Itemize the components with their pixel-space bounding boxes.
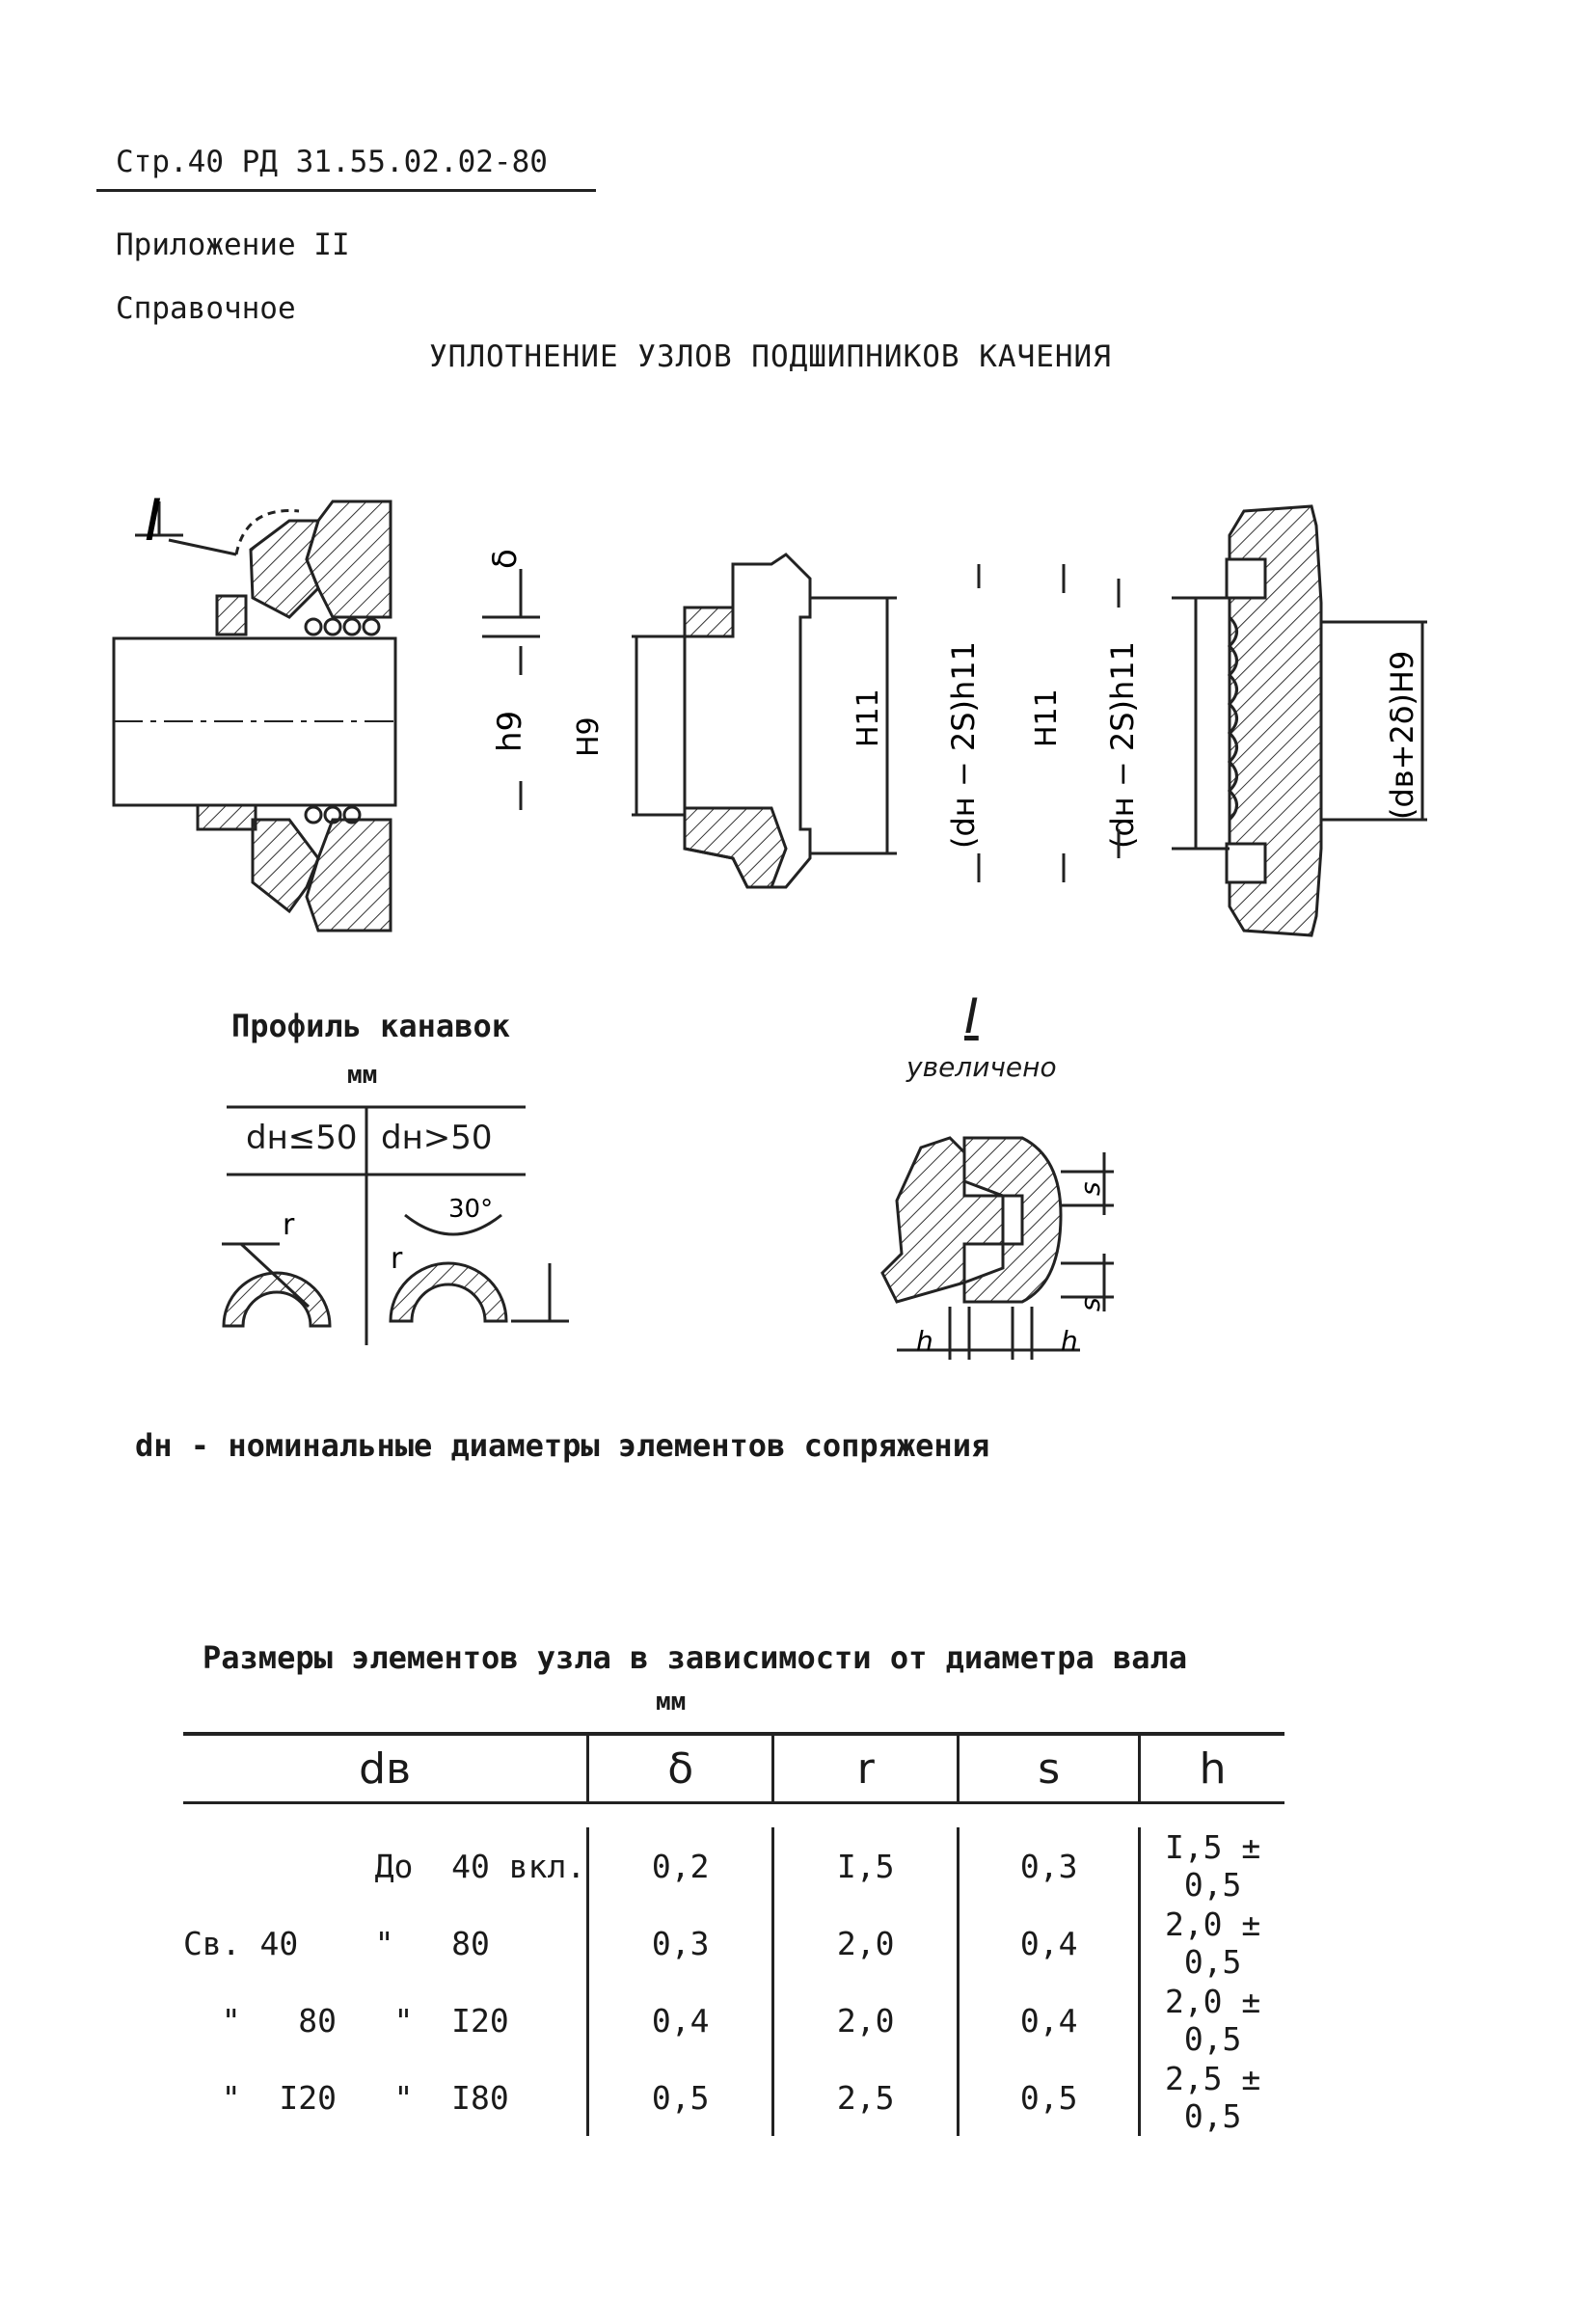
groove-profile-small (222, 1271, 332, 1328)
cell-r: I,5 (771, 1827, 959, 1905)
cell-s: 0,4 (957, 1905, 1140, 1982)
groove-r-left: r (283, 1208, 295, 1242)
table-row (183, 1803, 1284, 1828)
cell-delta: 0,4 (586, 1982, 773, 2059)
label-dh-h11-left: (dн − 2S)h11 (945, 641, 982, 849)
col-header-dv: dв (183, 1732, 588, 1804)
cell-h: 2,0 ± 0,5 (1138, 1905, 1284, 1982)
cell-s: 0,3 (957, 1827, 1140, 1905)
groove-col-left: dн≤50 (246, 1119, 358, 1157)
housing-upper (305, 500, 392, 619)
cell-h: I,5 ± 0,5 (1138, 1827, 1284, 1905)
shaft-outline (112, 636, 397, 807)
callout-I-label: I (145, 487, 162, 554)
groove-col-right: dн>50 (381, 1119, 493, 1157)
seal-ring-upper (249, 519, 321, 619)
housing-lower (305, 818, 392, 932)
groove-r-right: r (391, 1242, 403, 1276)
table-unit: мм (656, 1688, 687, 1716)
dimensions-table: dв δ r s h До 40 вкл. 0,2 I,5 0,3 I,5 ± … (183, 1732, 1284, 2136)
detail-s-bottom: s (1074, 1297, 1106, 1311)
delta-dimension: δ (486, 549, 525, 569)
table-header-row: dв δ r s h (183, 1732, 1284, 1804)
appendix-label: Приложение II (116, 228, 350, 262)
lock-screw (215, 594, 248, 636)
label-dv-H9: (dв+2δ)H9 (1384, 651, 1420, 820)
fit-H11-left: H11 (852, 689, 885, 747)
fit-H11-right: H11 (1030, 689, 1064, 747)
detail-housing-right (962, 1136, 1063, 1304)
groove-profile-unit: мм (347, 1061, 378, 1090)
groove-angle: 30° (448, 1195, 493, 1224)
grooved-housing (1228, 504, 1323, 937)
seal-ring-lower (251, 818, 320, 914)
cell-dv: До 40 вкл. (183, 1847, 586, 1885)
fit-h9: h9 (491, 711, 529, 752)
cell-h: 2,5 ± 0,5 (1138, 2059, 1284, 2136)
cell-dv: " I20 " I80 (183, 2078, 509, 2117)
cell-s: 0,4 (957, 1982, 1140, 2059)
cell-delta: 0,3 (586, 1905, 773, 1982)
table-title: Размеры элементов узла в зависимости от … (203, 1639, 1188, 1676)
cell-r: 2,5 (771, 2059, 959, 2136)
table-row: До 40 вкл. 0,2 I,5 0,3 I,5 ± 0,5 (183, 1827, 1284, 1905)
diameter-note: dн - номинальные диаметры элементов сопр… (135, 1427, 990, 1464)
label-dh-h11-right: (dн − 2S)h11 (1104, 641, 1141, 849)
cell-h: 2,0 ± 0,5 (1138, 1982, 1284, 2059)
header-rule (96, 189, 596, 192)
detail-h-left: h (916, 1325, 933, 1357)
detail-label: I (964, 988, 979, 1044)
fit-H9: H9 (572, 716, 606, 757)
cell-s: 0,5 (957, 2059, 1140, 2136)
col-header-h: h (1138, 1732, 1284, 1804)
cell-dv: Св. 40 " 80 (183, 1924, 490, 1962)
cell-delta: 0,5 (586, 2059, 773, 2136)
cell-r: 2,0 (771, 1905, 959, 1982)
reference-kind: Справочное (116, 291, 296, 326)
detail-s-top: s (1074, 1181, 1106, 1196)
col-header-s: s (957, 1732, 1140, 1804)
detail-h-right: h (1061, 1325, 1078, 1357)
groove-profile-large (389, 1261, 508, 1323)
col-header-delta: δ (586, 1732, 773, 1804)
col-header-r: r (771, 1732, 959, 1804)
table-row: " 80 " I20 0,4 2,0 0,4 2,0 ± 0,5 (183, 1982, 1284, 2059)
cell-dv: " 80 " I20 (183, 2001, 509, 2040)
page-reference: Стр.40 РД 31.55.02.02-80 (116, 145, 548, 179)
sleeve-outline (683, 553, 812, 889)
table-row: Св. 40 " 80 0,3 2,0 0,4 2,0 ± 0,5 (183, 1905, 1284, 1982)
cell-r: 2,0 (771, 1982, 959, 2059)
page-title: УПЛОТНЕНИЕ УЗЛОВ ПОДШИПНИКОВ КАЧЕНИЯ (429, 339, 1112, 374)
groove-profile-title: Профиль канавок (231, 1008, 510, 1044)
table-row: " I20 " I80 0,5 2,5 0,5 2,5 ± 0,5 (183, 2059, 1284, 2136)
cell-delta: 0,2 (586, 1827, 773, 1905)
detail-caption: увеличено (906, 1051, 1057, 1083)
